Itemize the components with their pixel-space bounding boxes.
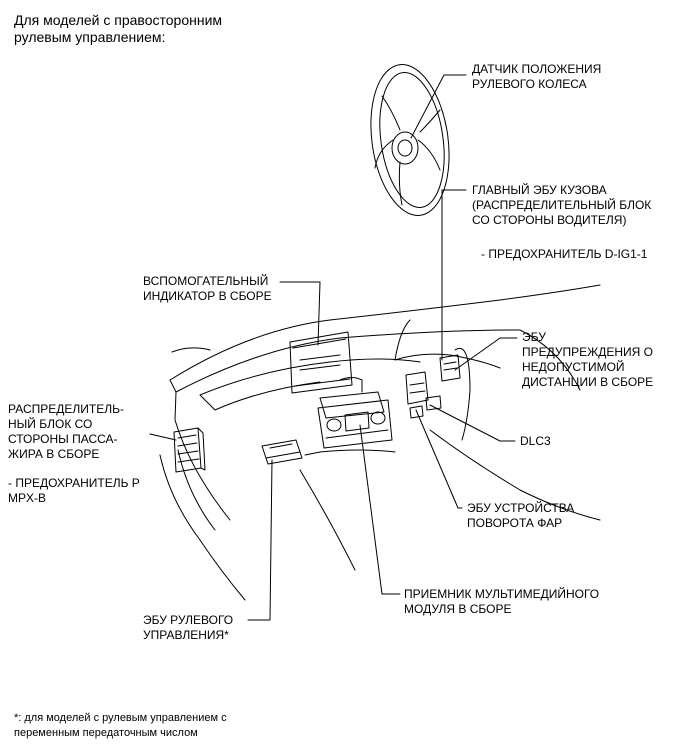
label-main-body-ecu: ГЛАВНЫЙ ЭБУ КУЗОВА (РАСПРЕДЕЛИТЕЛЬНЫЙ БЛ… bbox=[472, 183, 652, 227]
label-steering-sensor: ДАТЧИК ПОЛОЖЕНИЯ РУЛЕВОГО КОЛЕСА bbox=[472, 62, 602, 91]
aux-indicator-drawing bbox=[289, 331, 353, 394]
steering-wheel-drawing bbox=[370, 64, 450, 216]
heading-line-1: Для моделей с правосторонним bbox=[14, 12, 223, 28]
label-steering-ecu: ЭБУ РУЛЕВОГО УПРАВЛЕНИЯ* bbox=[143, 613, 234, 642]
leader-lines bbox=[149, 74, 518, 621]
label-multimedia-receiver: ПРИЕМНИК МУЛЬТИМЕДИЙНОГО МОДУЛЯ В СБОРЕ bbox=[404, 587, 600, 616]
driver-side-ecus-drawing bbox=[405, 354, 461, 419]
diagram-heading: Для моделей с правосторонним рулевым упр… bbox=[14, 12, 222, 46]
passenger-junction-drawing bbox=[173, 427, 206, 473]
heading-line-2: рулевым управлением: bbox=[14, 29, 166, 45]
label-headlamp-swivel-ecu: ЭБУ УСТРОЙСТВА ПОВОРОТА ФАР bbox=[467, 501, 575, 530]
label-fuse-dig1: - ПРЕДОХРАНИТЕЛЬ D-IG1-1 bbox=[481, 247, 648, 261]
label-fuse-mpxb: - ПРЕДОХРАНИТЕЛЬ P MPX-B bbox=[8, 476, 140, 505]
dashboard-outline-drawing bbox=[159, 284, 601, 601]
label-dlc3: DLC3 bbox=[520, 434, 551, 448]
footnote-line-1: *: для моделей с рулевым управлением с bbox=[14, 712, 227, 724]
footnote: *: для моделей с рулевым управлением с п… bbox=[14, 711, 227, 741]
label-aux-indicator: ВСПОМОГАТЕЛЬНЫЙ ИНДИКАТОР В СБОРЕ bbox=[143, 274, 272, 303]
steering-ecu-drawing bbox=[261, 439, 303, 465]
label-distance-warning-ecu: ЭБУ ПРЕДУПРЕЖДЕНИЯ О НЕДОПУСТИМОЙ ДИСТАН… bbox=[522, 330, 654, 389]
footnote-line-2: переменным передаточным числом bbox=[14, 727, 198, 739]
label-passenger-junction: РАСПРЕДЕЛИТЕЛЬ- НЫЙ БЛОК СО СТОРОНЫ ПАСС… bbox=[8, 402, 124, 461]
center-console-drawing bbox=[317, 377, 393, 449]
